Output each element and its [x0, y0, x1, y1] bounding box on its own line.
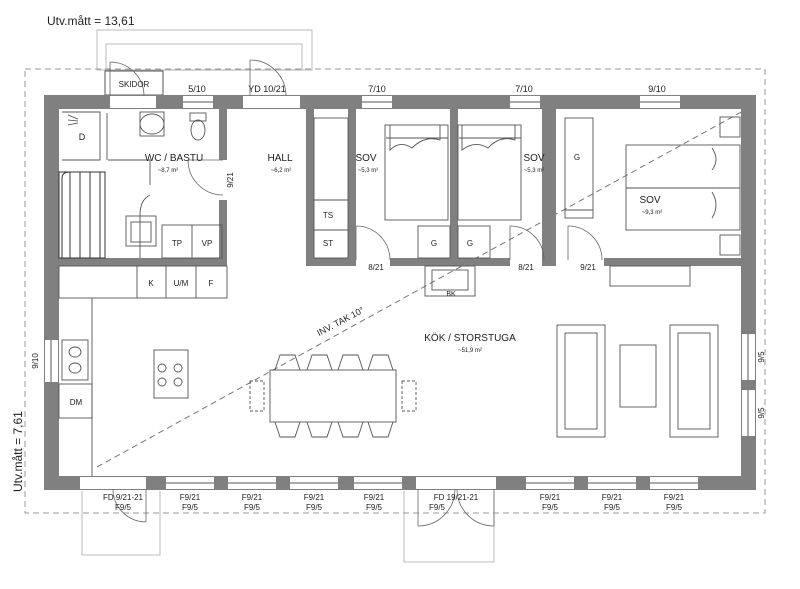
label-door-sov3: 9/21 [580, 263, 596, 272]
fixture-st: ST [323, 239, 333, 248]
interior-walls [59, 108, 741, 266]
fixture-bk: BK [446, 291, 456, 298]
label-b6-top: FD 19/21-21 [434, 493, 479, 502]
label-b1-bottom: F9/5 [115, 503, 132, 512]
sov3-area: ~9,3 m² [642, 210, 663, 216]
roof-line [96, 109, 746, 468]
label-w-right1: 9/5 [757, 351, 766, 363]
fixture-dm: DM [70, 398, 83, 407]
label-w-top1: 5/10 [188, 84, 206, 94]
fixture-vp: VP [202, 239, 213, 248]
fixture-tp: TP [172, 239, 182, 248]
wc-area: ~8,7 m² [158, 168, 179, 174]
label-yd: YD 10/21 [248, 84, 286, 94]
ceiling-label: INV. TAK 10° [315, 305, 366, 338]
fixture-g3: G [574, 153, 580, 162]
fixture-d: D [79, 132, 86, 142]
hall-name: HALL [267, 153, 292, 164]
fixture-g1: G [431, 239, 437, 248]
wc-name: WC / BASTU [145, 153, 203, 164]
label-b5-top: F9/21 [364, 493, 385, 502]
hall-area: ~6,2 m² [271, 168, 292, 174]
sov1-area: ~5,3 m² [358, 168, 379, 174]
label-b8-bottom: F9/5 [604, 503, 621, 512]
fixture-um: U/M [174, 279, 189, 288]
label-door-sov1: 8/21 [368, 263, 384, 272]
doors [109, 59, 603, 527]
label-b3-bottom: F9/5 [244, 503, 261, 512]
label-b7-top: F9/21 [540, 493, 561, 502]
label-b2-bottom: F9/5 [182, 503, 199, 512]
kok-area: ~51,9 m² [458, 348, 482, 354]
fixtures [58, 111, 741, 476]
label-b9-bottom: F9/5 [666, 503, 683, 512]
sov2-name: SOV [523, 153, 544, 164]
sov3-name: SOV [639, 195, 660, 206]
label-b4-bottom: F9/5 [306, 503, 323, 512]
fixture-k: K [148, 279, 154, 288]
stairs [58, 171, 106, 259]
sov2-area: ~5,3 m² [524, 168, 545, 174]
kok-name: KÖK / STORSTUGA [424, 332, 516, 344]
window-glazing [50, 101, 749, 484]
label-b8-top: F9/21 [602, 493, 623, 502]
fixture-ts: TS [323, 211, 333, 220]
fixture-f: F [209, 279, 214, 288]
entry-porch-inner [105, 43, 303, 71]
bottom-opening-labels: FD 9/21-21 F9/5 F9/21 F9/5 F9/21 F9/5 F9… [103, 493, 685, 512]
porch-left [81, 491, 161, 556]
label-b6-bottom: F9/5 [429, 503, 446, 512]
shower-icon [67, 114, 79, 126]
height-dimension: Utv.mått = 7,61 [11, 411, 25, 492]
label-b9-top: F9/21 [664, 493, 685, 502]
sov1-name: SOV [355, 153, 376, 164]
label-w-top2: 7/10 [368, 84, 386, 94]
porch-center [403, 491, 495, 563]
label-w-top3: 7/10 [515, 84, 533, 94]
label-b5-bottom: F9/5 [366, 503, 383, 512]
label-door-sov2: 8/21 [518, 263, 534, 272]
fixture-g2: G [467, 239, 473, 248]
width-dimension: Utv.mått = 13,61 [47, 14, 135, 28]
label-door-wc: 9/21 [226, 172, 235, 188]
label-b2-top: F9/21 [180, 493, 201, 502]
label-b1-top: FD 9/21-21 [103, 493, 144, 502]
label-w-right2: 9/5 [757, 407, 766, 419]
label-b7-bottom: F9/5 [542, 503, 559, 512]
label-b4-top: F9/21 [304, 493, 325, 502]
outer-dimension-outline [24, 68, 766, 514]
label-b3-top: F9/21 [242, 493, 263, 502]
skidor-label: SKIDOR [119, 80, 150, 89]
label-w-top4: 9/10 [648, 84, 666, 94]
entry-porch [96, 29, 313, 71]
label-w-left: 9/10 [31, 353, 40, 369]
